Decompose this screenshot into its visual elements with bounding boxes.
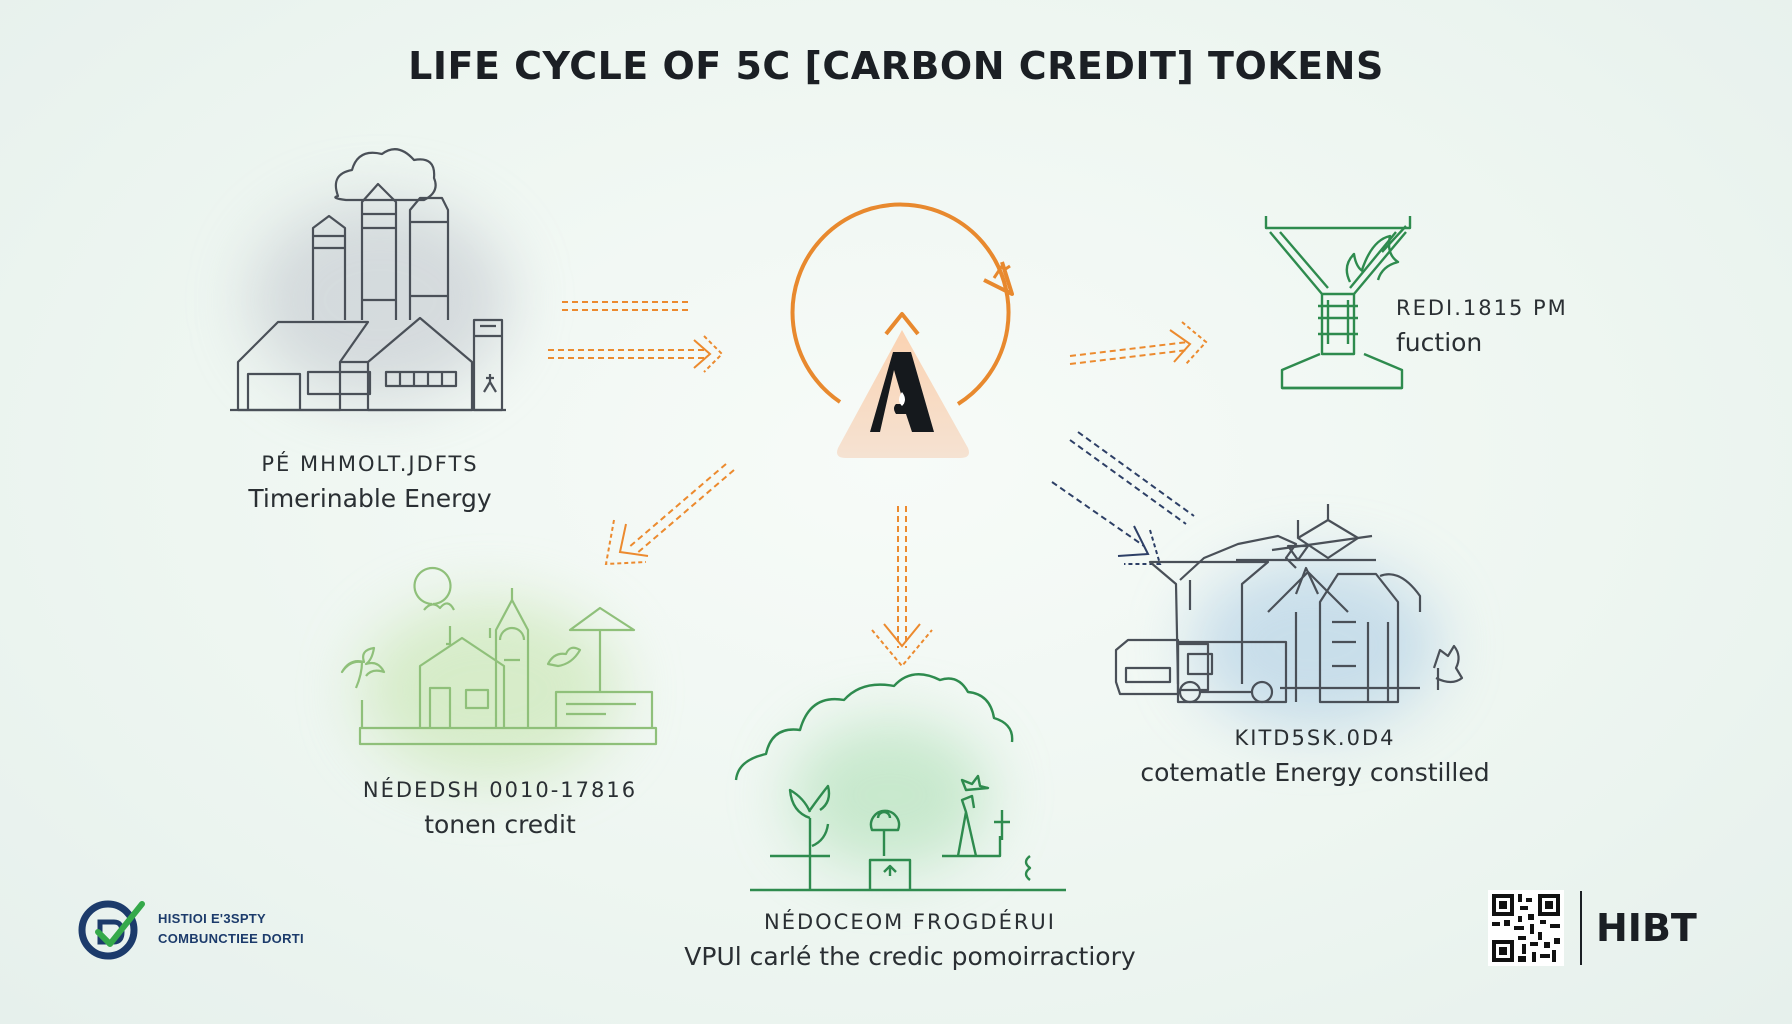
arrow-center-to-nature xyxy=(871,506,933,668)
project-icon xyxy=(1264,216,1412,390)
org-name-line1: HISTIOI E'3SPTY xyxy=(158,911,267,926)
factory-desc: Timerinable Energy xyxy=(248,484,492,513)
factory-icon xyxy=(230,148,506,412)
arrow-factory-upper xyxy=(562,301,690,311)
nature-code: NÉDOCEOM FROGDÉRUI xyxy=(764,910,1056,934)
industry-label: KITD5SK.0D4 cotematle Energy constilled xyxy=(1110,726,1520,787)
nature-glow xyxy=(790,720,990,870)
town-desc: tonen credit xyxy=(424,810,576,839)
arrow-factory-to-center xyxy=(548,335,724,373)
org-name-line2: COMBUNCTIEE DORTI xyxy=(158,931,304,946)
qr-code-icon[interactable] xyxy=(1488,890,1564,966)
brand-name: HIBT xyxy=(1596,906,1697,950)
nature-label: NÉDOCEOM FROGDÉRUI VPUl carlé the credic… xyxy=(640,910,1180,971)
town-label: NÉDEDSH 0010-17816 tonen credit xyxy=(330,778,670,839)
project-code: REDI.1815 PM xyxy=(1396,296,1568,320)
brand-divider xyxy=(1580,891,1582,965)
org-logo: HISTIOI E'3SPTY COMBUNCTIEE DORTI xyxy=(78,898,304,960)
page-title: LIFE CYCLE OF 5C [CARBON CREDIT] TOKENS xyxy=(408,44,1384,88)
town-icon xyxy=(340,566,658,746)
arrow-center-to-industry xyxy=(1051,431,1195,565)
factory-code: PÉ MHMOLT.JDFTS xyxy=(261,452,479,476)
industry-desc: cotematle Energy constilled xyxy=(1140,758,1490,787)
org-logo-icon xyxy=(78,900,145,960)
token-cycle-icon xyxy=(790,202,1014,458)
nature-icon xyxy=(734,673,1066,892)
industry-icon xyxy=(1114,504,1464,704)
town-code: NÉDEDSH 0010-17816 xyxy=(362,778,638,802)
arrow-center-to-project xyxy=(1069,321,1208,365)
factory-label: PÉ MHMOLT.JDFTS Timerinable Energy xyxy=(200,452,540,513)
nature-desc: VPUl carlé the credic pomoirractiory xyxy=(684,942,1136,971)
industry-code: KITD5SK.0D4 xyxy=(1234,726,1396,750)
arrow-center-to-town xyxy=(604,463,735,566)
brand-block: HIBT xyxy=(1488,890,1697,966)
project-desc: fuction xyxy=(1396,328,1483,357)
project-label: REDI.1815 PM fuction xyxy=(1396,296,1636,357)
